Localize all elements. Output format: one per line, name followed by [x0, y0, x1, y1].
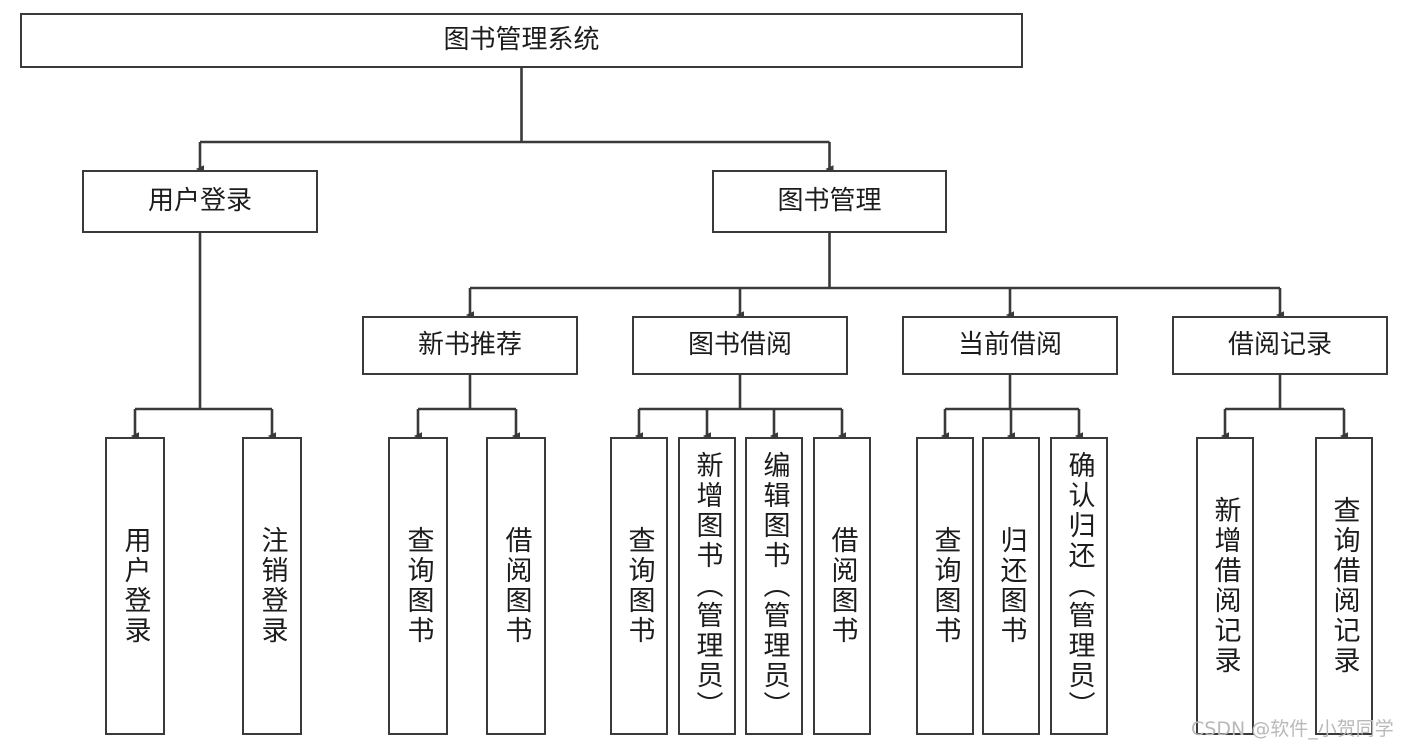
node-root-system[interactable]: 图书管理系统: [20, 13, 1023, 68]
node-leaf-user-logout-label: 注销登录: [256, 526, 288, 646]
node-leaf-edit-book-admin[interactable]: 编辑图书（管理员）: [745, 437, 803, 735]
node-leaf-borrow-book[interactable]: 借阅图书: [813, 437, 871, 735]
node-leaf-query-book-borrow[interactable]: 查询图书: [610, 437, 668, 735]
node-current-borrow[interactable]: 当前借阅: [902, 316, 1118, 375]
node-leaf-add-borrow-record[interactable]: 新增借阅记录: [1196, 437, 1254, 735]
node-book-manage-label: 图书管理: [777, 186, 882, 217]
node-leaf-return-book-label: 归还图书: [995, 526, 1027, 646]
node-leaf-confirm-return-admin[interactable]: 确认归还（管理员）: [1050, 437, 1108, 735]
node-leaf-borrow-book-label: 借阅图书: [826, 526, 858, 646]
node-borrow-record-label: 借阅记录: [1227, 330, 1332, 361]
node-book-manage[interactable]: 图书管理: [712, 170, 947, 233]
watermark-text: CSDN @软件_小贺同学: [1191, 718, 1394, 740]
node-leaf-query-book-rec[interactable]: 查询图书: [388, 437, 448, 735]
node-leaf-user-login[interactable]: 用户登录: [105, 437, 165, 735]
node-leaf-return-book[interactable]: 归还图书: [982, 437, 1040, 735]
node-user-login-label: 用户登录: [147, 186, 252, 217]
node-leaf-query-book-borrow-label: 查询图书: [623, 526, 655, 646]
node-leaf-add-book-admin-label: 新增图书（管理员）: [691, 451, 723, 721]
node-leaf-borrow-book-rec[interactable]: 借阅图书: [486, 437, 546, 735]
node-root-system-label: 图书管理系统: [443, 25, 600, 56]
node-new-book-recommend[interactable]: 新书推荐: [362, 316, 578, 375]
node-leaf-query-book-current-label: 查询图书: [929, 526, 961, 646]
node-leaf-user-logout[interactable]: 注销登录: [242, 437, 302, 735]
node-leaf-query-borrow-record[interactable]: 查询借阅记录: [1315, 437, 1373, 735]
node-leaf-query-borrow-record-label: 查询借阅记录: [1328, 496, 1360, 676]
node-book-borrow[interactable]: 图书借阅: [632, 316, 848, 375]
node-leaf-query-book-rec-label: 查询图书: [402, 526, 434, 646]
node-leaf-add-borrow-record-label: 新增借阅记录: [1209, 496, 1241, 676]
node-leaf-confirm-return-admin-label: 确认归还（管理员）: [1063, 451, 1095, 721]
node-leaf-query-book-current[interactable]: 查询图书: [916, 437, 974, 735]
node-current-borrow-label: 当前借阅: [957, 330, 1062, 361]
node-leaf-borrow-book-rec-label: 借阅图书: [500, 526, 532, 646]
node-leaf-add-book-admin[interactable]: 新增图书（管理员）: [678, 437, 736, 735]
node-leaf-user-login-label: 用户登录: [119, 526, 151, 646]
node-user-login[interactable]: 用户登录: [82, 170, 318, 233]
node-leaf-edit-book-admin-label: 编辑图书（管理员）: [758, 451, 790, 721]
node-new-book-recommend-label: 新书推荐: [417, 330, 522, 361]
node-borrow-record[interactable]: 借阅记录: [1172, 316, 1388, 375]
node-book-borrow-label: 图书借阅: [687, 330, 792, 361]
